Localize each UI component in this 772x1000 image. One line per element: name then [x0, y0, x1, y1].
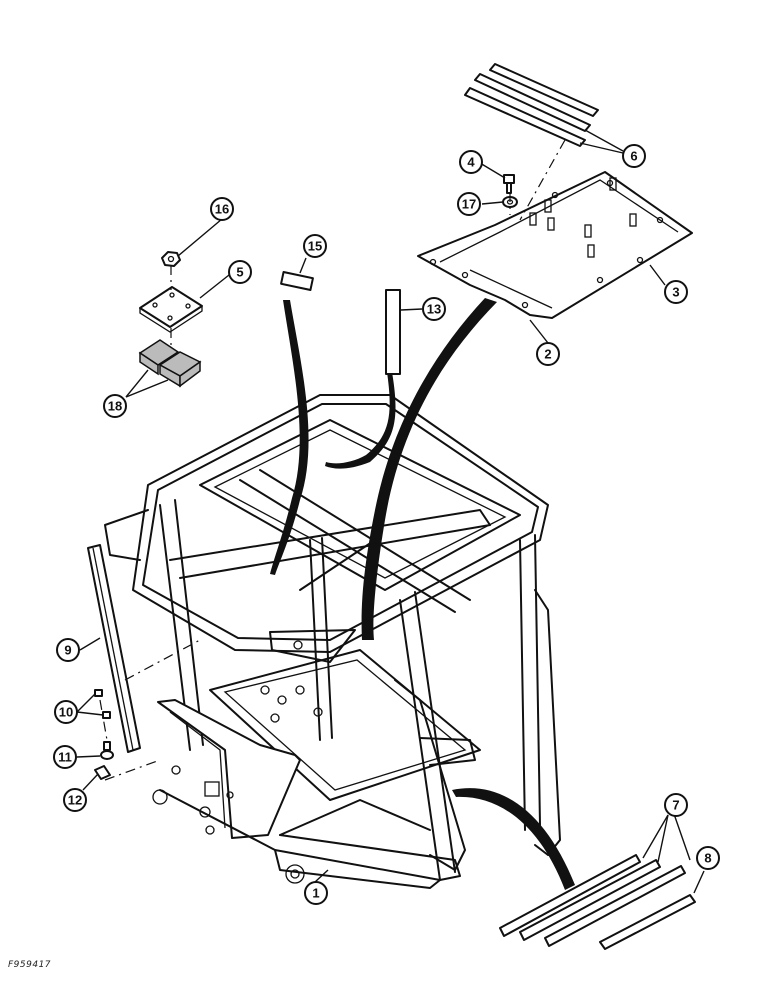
callout-15: 15 — [303, 234, 327, 258]
strips-6 — [464, 63, 599, 147]
callout-4: 4 — [459, 150, 483, 174]
svg-text:11: 11 — [58, 750, 72, 765]
seal-strip-7 — [452, 788, 575, 890]
label-15-piece — [280, 271, 314, 291]
svg-text:17: 17 — [462, 197, 476, 212]
alignment-line-10 — [99, 699, 108, 741]
callout-10: 10 — [54, 700, 78, 724]
callout-16: 16 — [210, 197, 234, 221]
svg-text:18: 18 — [108, 399, 122, 414]
callout-11: 11 — [53, 745, 77, 769]
callout-13: 13 — [422, 297, 446, 321]
callout-6: 6 — [622, 144, 646, 168]
svg-text:8: 8 — [704, 851, 711, 866]
svg-text:2: 2 — [544, 347, 551, 362]
callout-2: 2 — [536, 342, 560, 366]
svg-text:12: 12 — [68, 793, 82, 808]
seal-strip-15 — [270, 300, 309, 575]
svg-text:3: 3 — [672, 285, 679, 300]
svg-text:1: 1 — [312, 886, 319, 901]
seal-strip-2 — [361, 298, 497, 640]
svg-text:16: 16 — [215, 202, 229, 217]
roof-panel-3 — [417, 171, 693, 319]
svg-text:5: 5 — [236, 265, 243, 280]
callout-18: 18 — [103, 394, 127, 418]
alignment-line-12 — [104, 759, 161, 781]
svg-text:15: 15 — [308, 239, 322, 254]
clip-12 — [94, 765, 111, 780]
nut-16 — [161, 251, 181, 267]
alignment-line-6-3 — [519, 139, 566, 221]
washer-11 — [100, 741, 114, 760]
callout-12: 12 — [63, 788, 87, 812]
leader-lines — [76, 129, 705, 894]
callout-7: 7 — [664, 793, 688, 817]
callout-1: 1 — [304, 881, 328, 905]
alignment-line-9 — [124, 639, 201, 681]
callout-9: 9 — [56, 638, 80, 662]
strip-8 — [599, 894, 696, 950]
svg-text:9: 9 — [64, 643, 71, 658]
figure-id: F959417 — [8, 960, 52, 970]
trim-strip-9 — [87, 544, 141, 753]
svg-text:7: 7 — [672, 798, 679, 813]
plate-5 — [139, 286, 203, 333]
callout-17: 17 — [457, 192, 481, 216]
callout-8: 8 — [696, 846, 720, 870]
svg-text:6: 6 — [630, 149, 637, 164]
pads-18 — [138, 339, 202, 388]
strips-7 — [499, 854, 686, 947]
svg-text:13: 13 — [427, 302, 441, 317]
svg-text:4: 4 — [467, 155, 475, 170]
strip-13-piece — [385, 289, 401, 375]
callout-3: 3 — [664, 280, 688, 304]
svg-text:10: 10 — [59, 705, 73, 720]
seal-strip-13 — [325, 372, 396, 469]
bolt-4 — [503, 174, 515, 194]
cab-frame — [104, 394, 561, 889]
callout-5: 5 — [228, 260, 252, 284]
